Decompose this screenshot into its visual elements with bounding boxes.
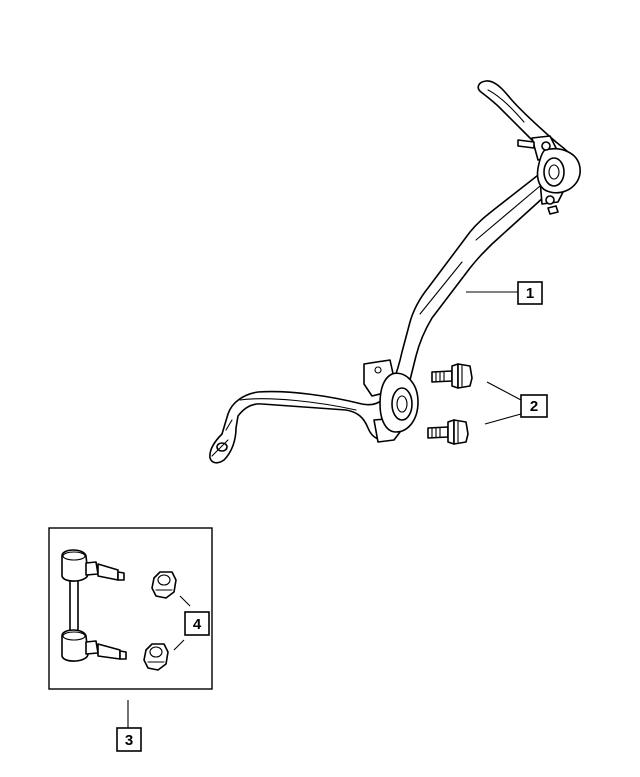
bolt-upper [431,363,473,389]
stabilizer-link [61,549,127,662]
callout-4: 4 [184,611,210,636]
leader-lines [127,291,522,728]
stabilizer-bar [209,80,581,464]
callout-2-label: 2 [530,398,538,415]
bolt-lower [427,419,469,445]
callout-3: 3 [116,727,142,752]
nut-lower [143,643,169,671]
callout-3-label: 3 [125,732,133,749]
callout-1: 1 [517,281,543,305]
inset-box [48,527,213,690]
callout-4-label: 4 [193,616,202,633]
callout-1-label: 1 [526,285,534,302]
callout-2: 2 [520,394,548,418]
nut-upper [151,571,177,599]
